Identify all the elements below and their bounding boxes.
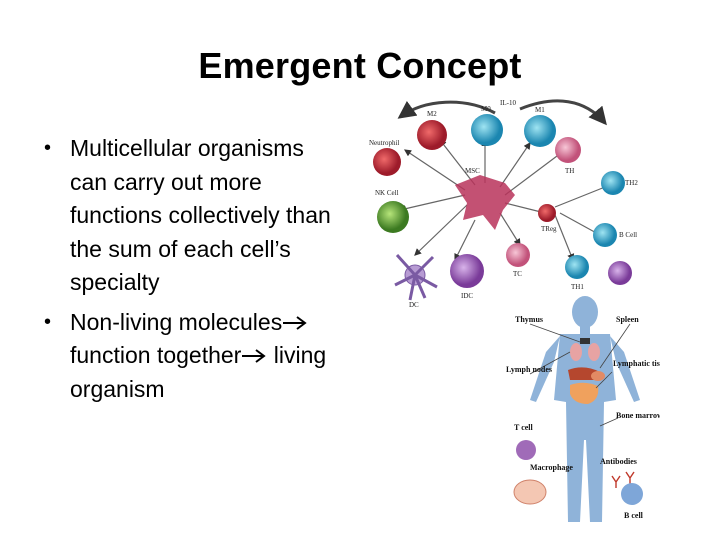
cell-label: M0 (481, 105, 491, 113)
bullet-text: Multicellular organisms can carry out mo… (70, 135, 331, 295)
bullet-text-part: living organism (70, 342, 327, 402)
cell-label: M2 (427, 110, 437, 118)
gut-organ (570, 382, 599, 404)
cell-label: TH (565, 167, 574, 175)
neutrophil-cell (373, 148, 401, 176)
cell-label: TC (513, 270, 522, 278)
cell-label: TH2 (625, 179, 638, 187)
bcell-cell (593, 223, 617, 247)
msc-cell (455, 175, 515, 230)
th-cell (555, 137, 581, 163)
lung-organ (588, 343, 600, 361)
organ-label: Lymph nodes (506, 365, 552, 374)
bullet-item: • Non-living moleculesfunction together … (44, 306, 344, 407)
cell-label: B Cell (619, 231, 637, 239)
cell-label: IDC (461, 292, 473, 300)
purple-cell (608, 261, 632, 285)
arrow-curve (519, 99, 607, 126)
organ-label: Lymphatic tissue of the gut (613, 359, 660, 368)
immune-cells-figure: IL-10 M2 M0 M1 Neutrophil MSC TH TH2 NK … (369, 99, 638, 309)
cell-label: MSC (465, 167, 480, 175)
organ-label: Antibodies (600, 457, 637, 466)
b-cell-icon (621, 483, 643, 505)
macrophage-icon (513, 479, 547, 505)
organ-label: B cell (624, 511, 644, 520)
bullet-dot-icon: • (44, 310, 52, 333)
stomach-organ (591, 371, 605, 381)
bullet-dot-icon: • (44, 137, 52, 159)
page-title: Emergent Concept (198, 45, 522, 86)
m0-cell (471, 114, 503, 146)
organ-label: Macrophage (530, 463, 573, 472)
antibody-icon (611, 471, 635, 488)
interaction-arrows (398, 138, 612, 262)
tc-cell (506, 243, 530, 267)
arrow-curve (397, 100, 496, 119)
dc-cell (394, 253, 438, 301)
cell-label: TH1 (571, 283, 584, 291)
m2-cell (417, 120, 447, 150)
th2-cell (601, 171, 625, 195)
body-silhouette (530, 296, 640, 522)
organ-label: T cell (514, 423, 534, 432)
cell-label: DC (409, 301, 419, 309)
t-cell-icon (516, 440, 536, 460)
cell-label: M1 (535, 106, 545, 114)
m1-cell (524, 115, 556, 147)
nk-cell (377, 201, 409, 233)
treg-cell (538, 204, 556, 222)
immune-organs-figure: Thymus Spleen Lymph nodes Lymphatic tiss… (506, 296, 660, 522)
organ-pointers (529, 323, 631, 427)
cell-label: NK Cell (375, 189, 399, 197)
cytokine-label: IL-10 (500, 99, 516, 107)
thymus-organ (580, 338, 590, 344)
cell-label: Neutrophil (369, 139, 399, 147)
organ-label: Spleen (616, 315, 639, 324)
arrow-right-icon (242, 349, 267, 363)
bullet-text-part: Non-living molecules (70, 308, 283, 335)
bullet-list: • Multicellular organisms can carry out … (44, 132, 344, 412)
lung-organ (570, 343, 582, 361)
arrow-right-icon (283, 315, 307, 330)
bullet-item: • Multicellular organisms can carry out … (44, 132, 344, 300)
organ-label: Bone marrow (616, 411, 660, 420)
organ-label: Thymus (515, 315, 543, 324)
cell-label: TReg (541, 225, 557, 233)
th1-cell (565, 255, 589, 279)
bullet-text-part: function together (70, 342, 242, 368)
idc-cell (450, 254, 484, 288)
